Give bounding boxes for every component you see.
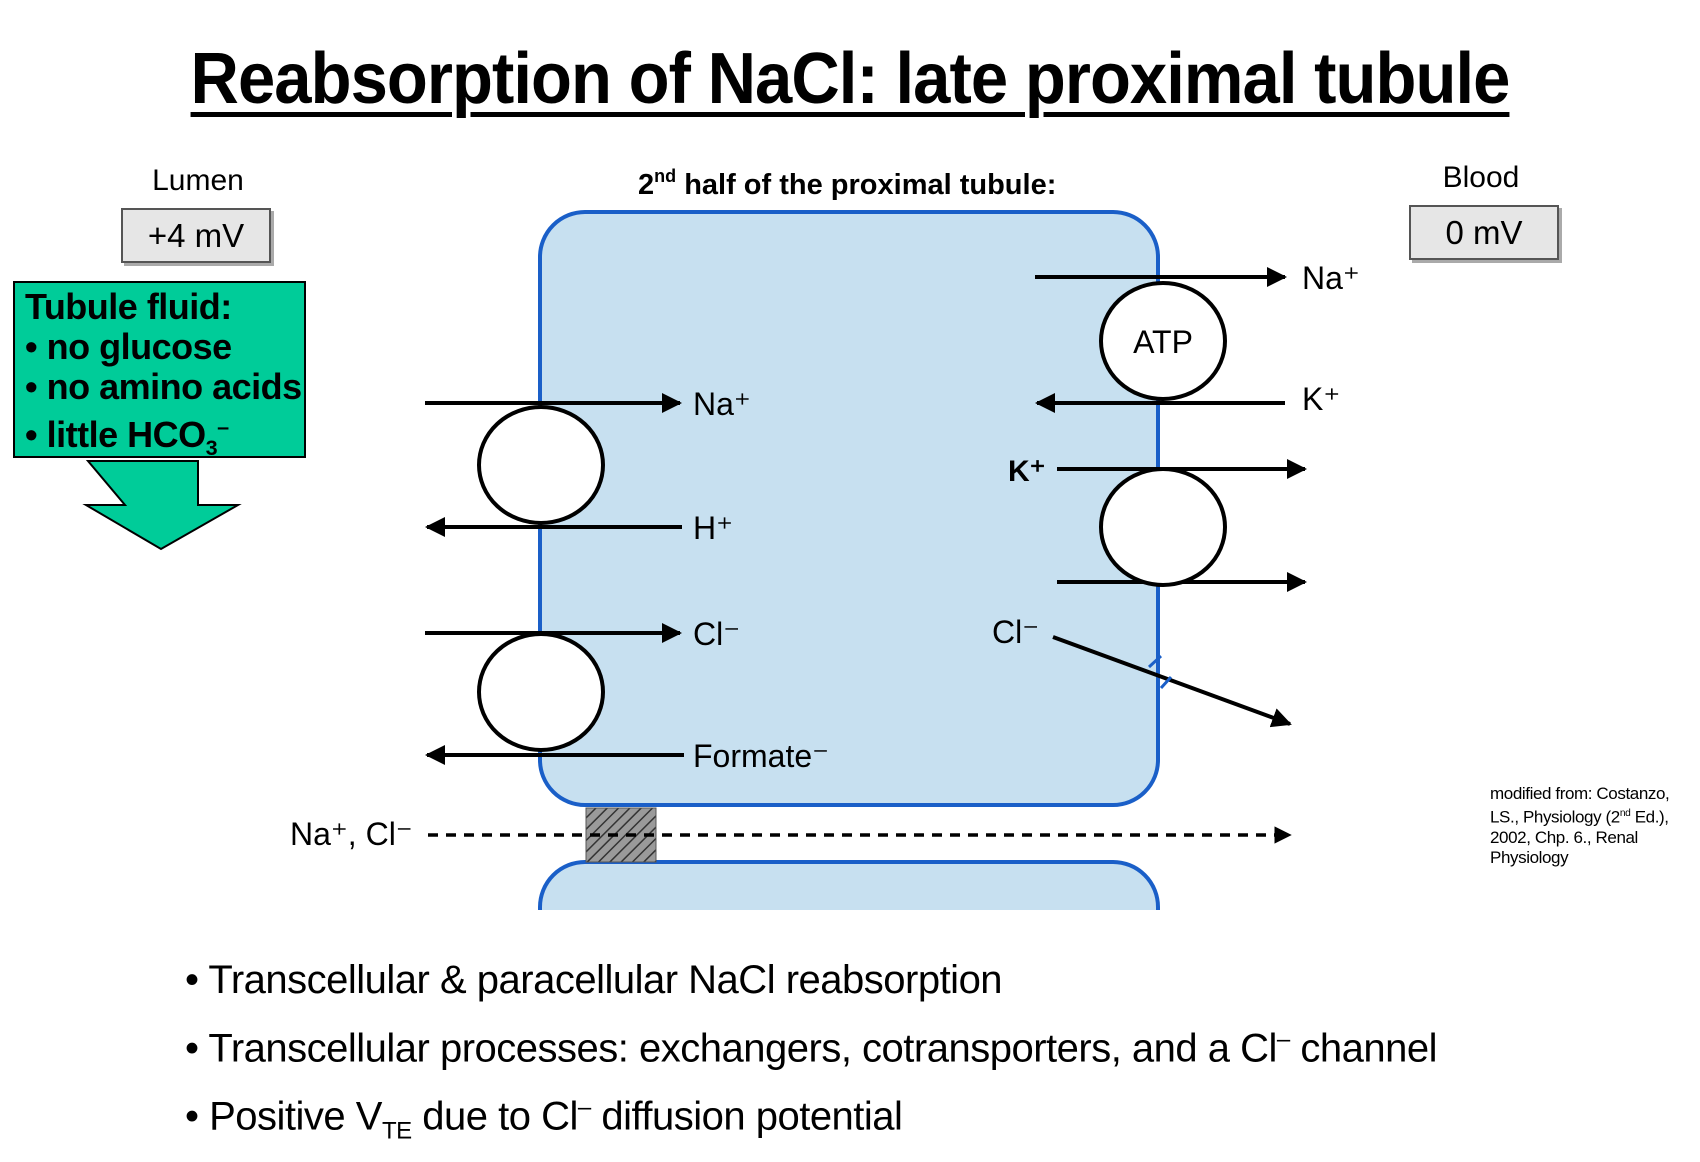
cl-channel-mark bbox=[1159, 675, 1173, 690]
bullet-item: • Transcellular & paracellular NaCl reab… bbox=[185, 958, 1003, 1002]
bullet-list: • Transcellular & paracellular NaCl reab… bbox=[185, 950, 1438, 1162]
apical-formate-label: Formate⁻ bbox=[693, 738, 829, 774]
blood-label: Blood bbox=[1442, 161, 1520, 194]
diagram-subtitle: 2nd half of the proximal tubule: bbox=[638, 166, 1056, 201]
tubule-fluid-item-hco3: • little HCO3– bbox=[25, 414, 229, 461]
flow-arrow bbox=[82, 460, 242, 551]
cl-channel-arrow bbox=[1052, 635, 1292, 728]
atp-label: ATP bbox=[1133, 324, 1193, 360]
cl-channel-mark bbox=[1147, 654, 1163, 669]
bullet-item: • Positive VTE due to Cl– diffusion pote… bbox=[185, 1094, 903, 1145]
paracellular-label: Na⁺, Cl⁻ bbox=[290, 816, 413, 852]
epithelial-cell-lower bbox=[538, 860, 1160, 910]
k-cl-cotransporter bbox=[1099, 467, 1227, 587]
tubule-fluid-heading: Tubule fluid: bbox=[25, 286, 232, 327]
tubule-fluid-item: • no amino acids bbox=[25, 366, 302, 407]
lumen-label: Lumen bbox=[152, 164, 244, 197]
tubule-fluid-box: Tubule fluid: • no glucose • no amino ac… bbox=[13, 281, 306, 460]
apical-cl-label: Cl⁻ bbox=[693, 616, 740, 652]
baso-na-label: Na⁺ bbox=[1302, 260, 1360, 296]
blood-voltage: 0 mV bbox=[1409, 205, 1559, 260]
page-title: Reabsorption of NaCl: late proximal tubu… bbox=[190, 39, 1511, 119]
bullet-item: • Transcellular processes: exchangers, c… bbox=[185, 1026, 1438, 1071]
citation: modified from: Costanzo, LS., Physiology… bbox=[1490, 784, 1670, 867]
baso-k-out-label: K⁺ bbox=[1008, 455, 1046, 488]
cl-formate-exchanger bbox=[477, 632, 605, 752]
apical-na-label: Na⁺ bbox=[693, 386, 751, 422]
na-h-exchanger bbox=[477, 405, 605, 525]
lumen-voltage: +4 mV bbox=[121, 208, 271, 263]
apical-h-label: H⁺ bbox=[693, 510, 733, 546]
epithelial-cell bbox=[538, 210, 1160, 807]
tubule-fluid-item: • no glucose bbox=[25, 326, 232, 367]
baso-cl-label: Cl⁻ bbox=[992, 614, 1039, 650]
na-k-atpase bbox=[1099, 281, 1227, 401]
baso-k-in-label: K⁺ bbox=[1302, 381, 1340, 417]
